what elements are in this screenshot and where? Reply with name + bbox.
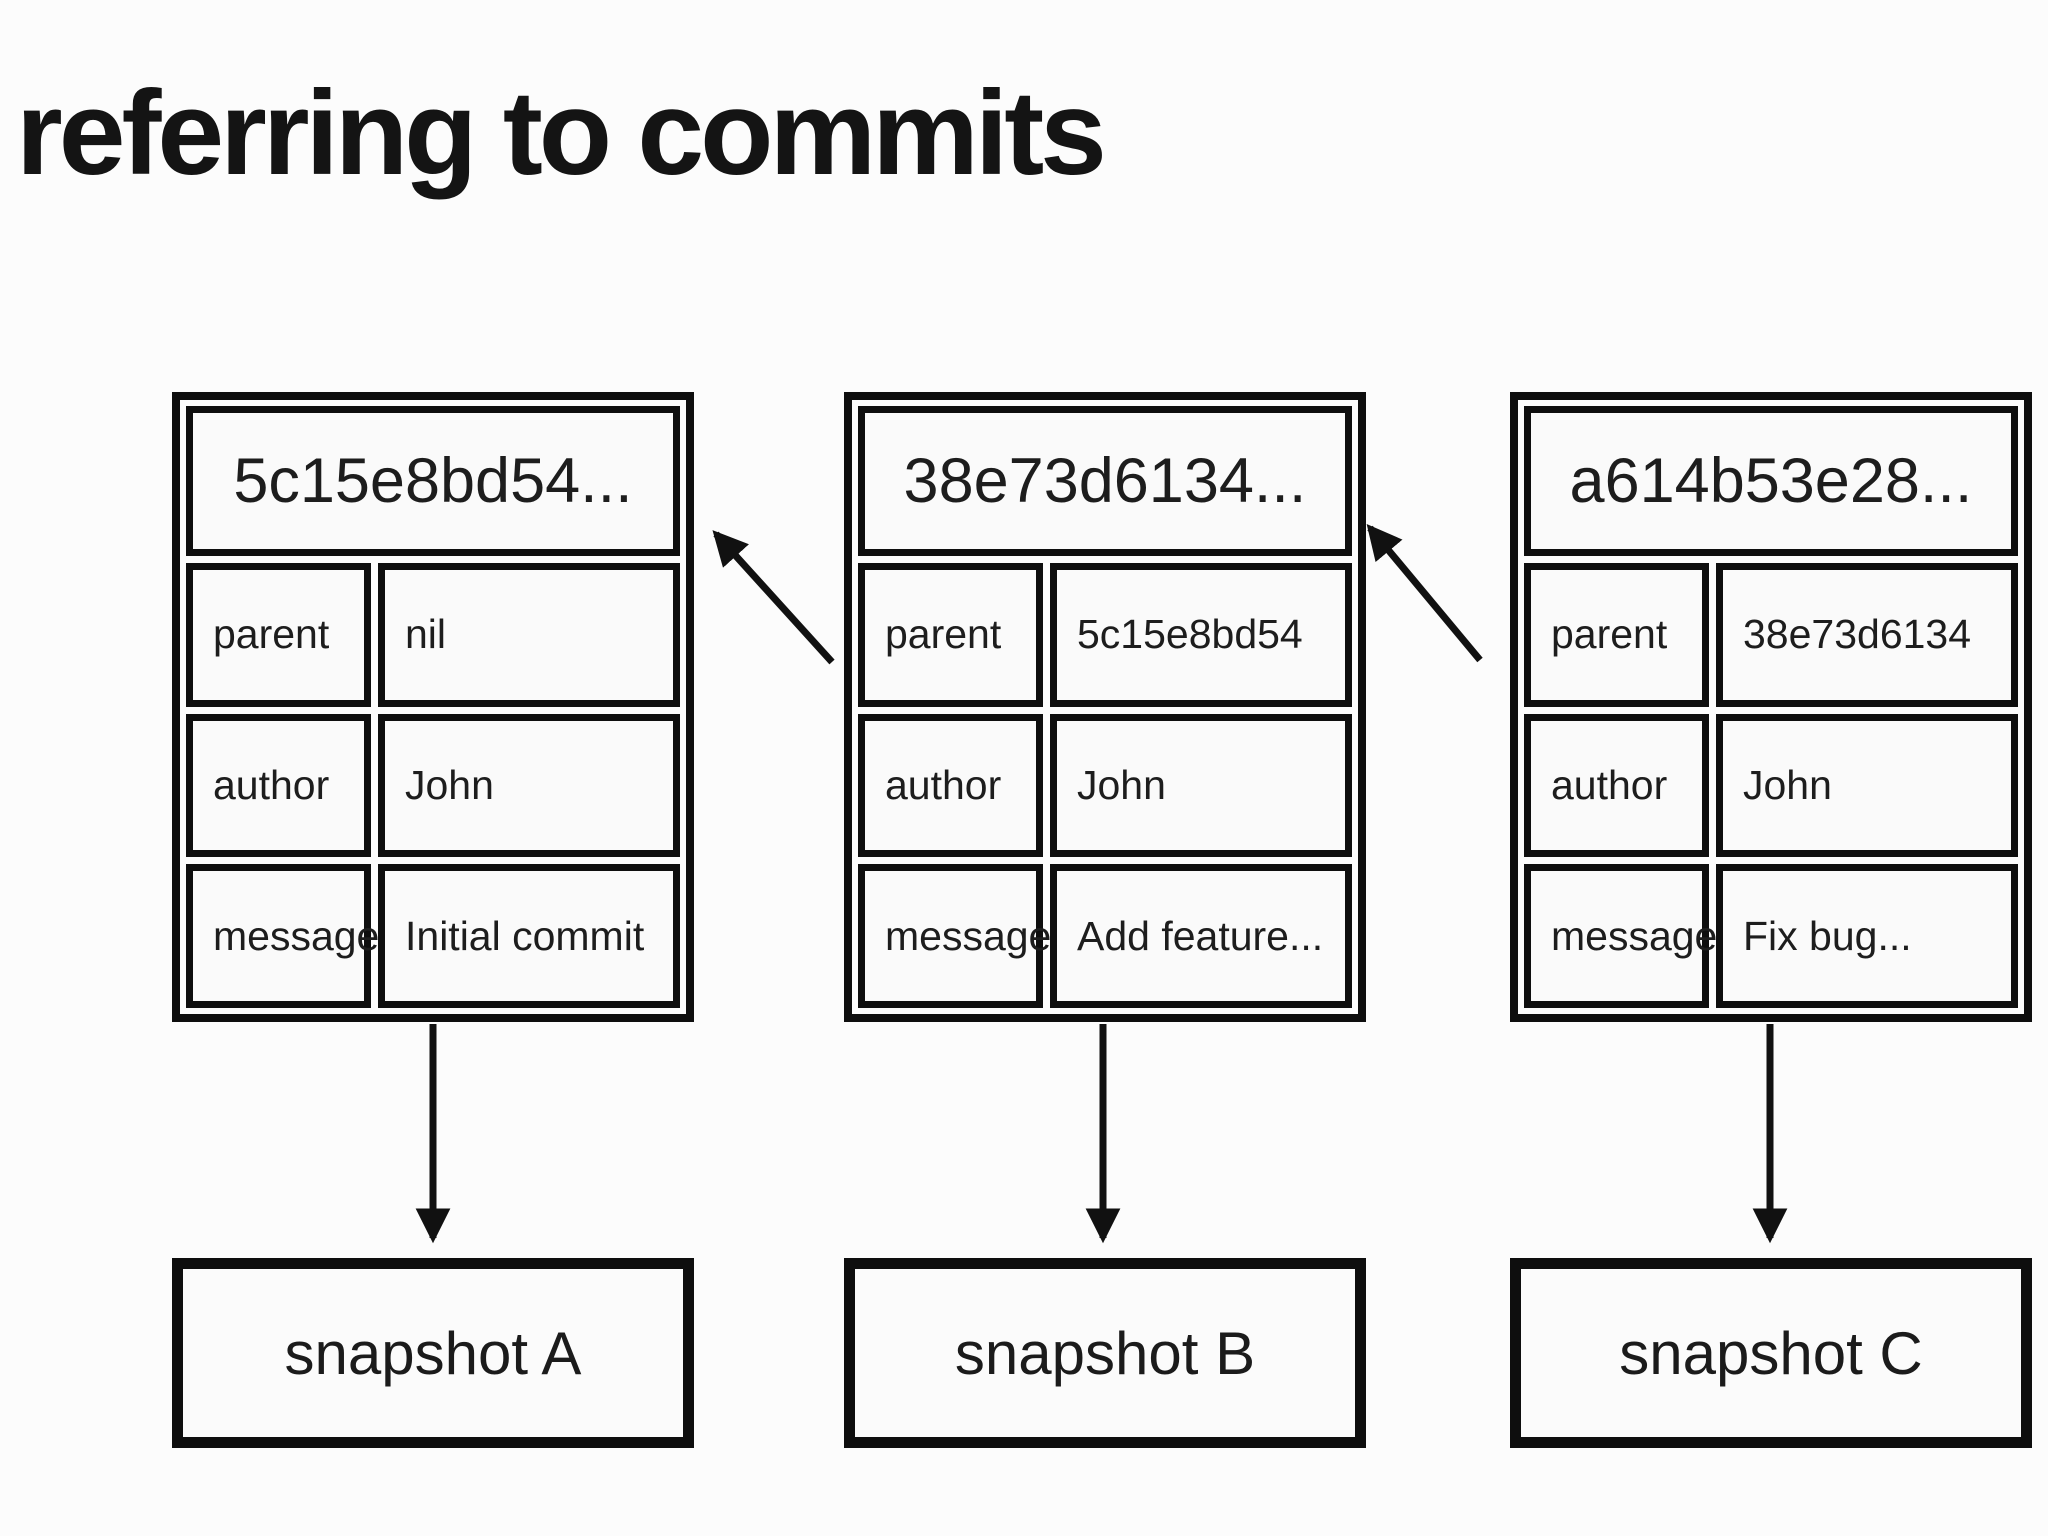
commit-2-hash: 38e73d6134... (858, 406, 1352, 556)
snapshot-a-label: snapshot A (284, 1319, 582, 1387)
commit-3-author-label: author (1524, 713, 1709, 858)
commit-1-parent-value: nil (378, 563, 680, 707)
commit-2-author-label: author (858, 713, 1043, 858)
snapshot-box-c: snapshot C (1510, 1258, 2032, 1448)
commit-1-author-label: author (186, 713, 371, 858)
commit-2-author-value: John (1050, 713, 1352, 858)
commit-3-message-label: message (1524, 864, 1717, 1008)
snapshot-box-b: snapshot B (844, 1258, 1366, 1448)
arrow-commit-3-parent-to-commit-2 (1366, 523, 1483, 663)
snapshot-c-label: snapshot C (1619, 1319, 1923, 1387)
commit-3-hash: a614b53e28... (1524, 406, 2018, 556)
snapshot-b-label: snapshot B (954, 1319, 1256, 1387)
commit-3-parent-label: parent (1524, 563, 1709, 707)
commit-table-2: 38e73d6134... parent 5c15e8bd54 author J… (844, 392, 1366, 1022)
commit-3-parent-value: 38e73d6134 (1716, 563, 2018, 707)
commit-2-parent-value: 5c15e8bd54 (1050, 563, 1352, 707)
commit-table-1: 5c15e8bd54... parent nil author John mes… (172, 392, 694, 1022)
commit-1-author-value: John (378, 713, 680, 858)
commit-2-message-value: Add feature... (1050, 864, 1352, 1008)
commit-1-message-value: Initial commit (378, 864, 680, 1008)
commit-1-hash: 5c15e8bd54... (186, 406, 680, 556)
commit-table-3: a614b53e28... parent 38e73d6134 author J… (1510, 392, 2032, 1022)
commit-1-message-label: message (186, 864, 379, 1008)
commit-1-parent-label: parent (186, 563, 371, 707)
commit-3-author-value: John (1716, 713, 2018, 858)
arrow-commit-2-parent-to-commit-1 (712, 530, 835, 665)
commit-2-message-label: message (858, 864, 1051, 1008)
page-title: referring to commits (16, 66, 1107, 200)
snapshot-box-a: snapshot A (172, 1258, 694, 1448)
commit-3-message-value: Fix bug... (1716, 864, 2018, 1008)
commit-2-parent-label: parent (858, 563, 1043, 707)
